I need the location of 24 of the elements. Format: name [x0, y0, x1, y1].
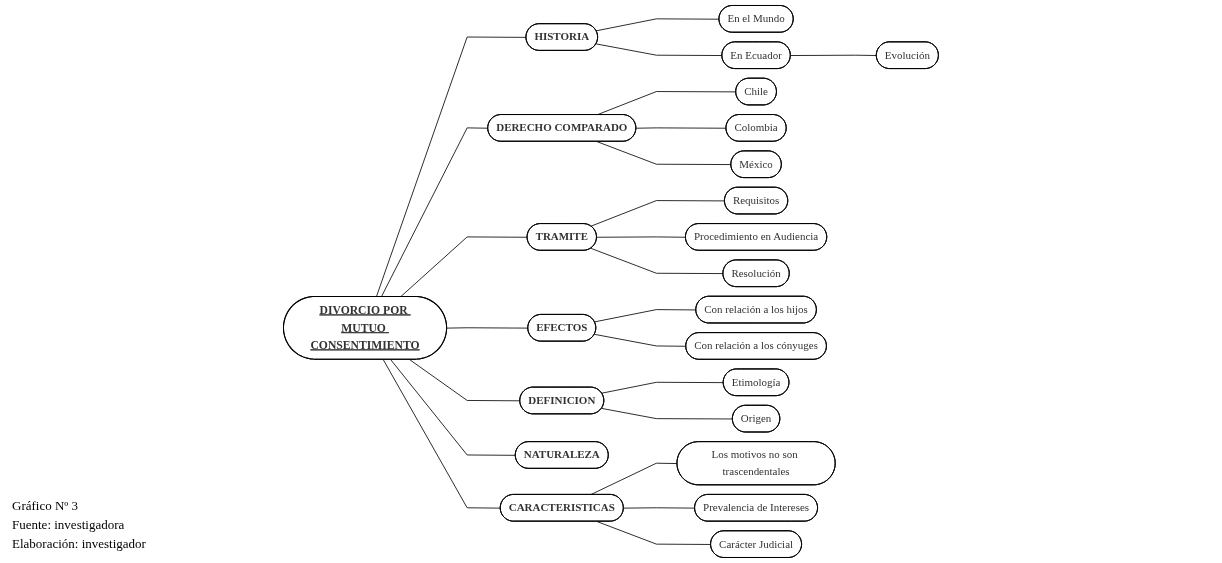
connector [595, 18, 720, 32]
connector [594, 309, 697, 323]
connector [390, 359, 517, 456]
source-note: Elaboración: investigador [12, 536, 146, 552]
connector [400, 236, 528, 298]
connector [595, 43, 723, 56]
source-note: Gráfico Nº 3 [12, 498, 80, 514]
connector [376, 36, 527, 298]
connector [594, 333, 687, 347]
source-note: Fuente: investigadora [12, 517, 126, 533]
connector [790, 54, 878, 56]
connector [601, 381, 725, 394]
connector [590, 247, 724, 275]
connector [635, 127, 727, 129]
connector [446, 327, 529, 329]
connector [409, 359, 521, 402]
connector [590, 200, 726, 227]
connector [623, 507, 696, 509]
connector [381, 127, 489, 298]
connector [590, 462, 678, 496]
connector [596, 236, 687, 238]
connector [601, 408, 734, 420]
connector [596, 141, 732, 165]
connector [382, 359, 502, 509]
